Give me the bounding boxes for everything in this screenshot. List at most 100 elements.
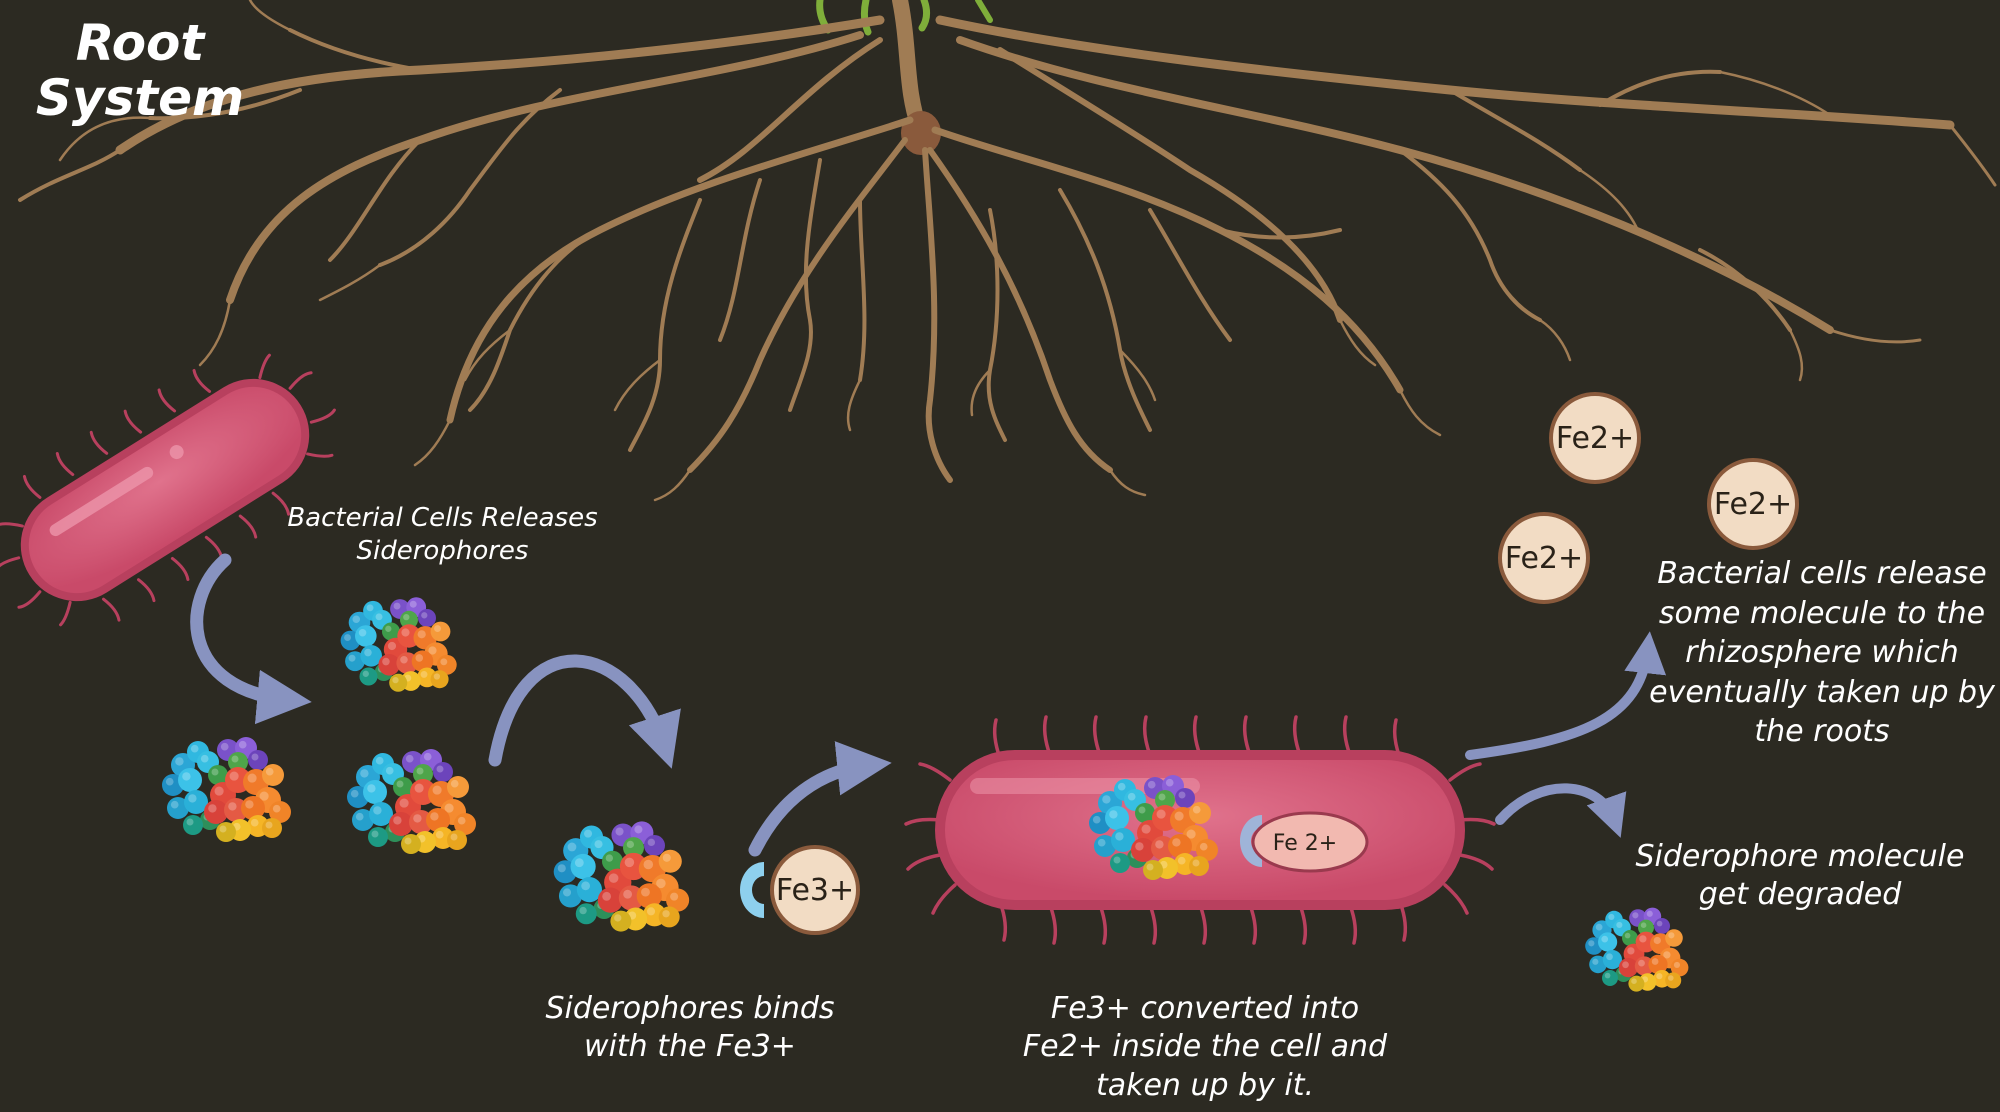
arrow-to-rhizosphere bbox=[1465, 631, 1667, 760]
molecule-atom-highlight bbox=[265, 821, 273, 829]
molecule-atom-highlight bbox=[1155, 840, 1164, 849]
molecule-atom-highlight bbox=[457, 816, 466, 825]
molecule-atom-highlight bbox=[420, 670, 428, 678]
molecule-atom-highlight bbox=[1638, 959, 1645, 967]
molecule-atom bbox=[178, 768, 202, 792]
molecule-atom-highlight bbox=[1109, 810, 1118, 819]
molecule-atom-highlight bbox=[643, 859, 654, 870]
molecule-atom bbox=[1665, 929, 1683, 947]
molecule-atom bbox=[1094, 835, 1116, 857]
molecule-atom bbox=[1638, 919, 1654, 936]
molecule-atom-highlight bbox=[1156, 809, 1166, 819]
molecule-atom-highlight bbox=[1172, 838, 1181, 847]
molecule-atom-highlight bbox=[1668, 975, 1674, 981]
molecule-atom-highlight bbox=[400, 655, 408, 664]
molecule-atom-highlight bbox=[647, 838, 656, 847]
molecule-atom-highlight bbox=[182, 772, 191, 781]
molecule-atom-highlight bbox=[387, 641, 397, 651]
molecule-atom-highlight bbox=[1656, 920, 1663, 927]
label-rhizosphere-line-4: eventually taken up by bbox=[1649, 674, 1995, 710]
molecule-atom bbox=[1670, 958, 1689, 977]
molecule-atom bbox=[262, 818, 282, 838]
molecule-atom bbox=[597, 887, 623, 913]
molecule-atom bbox=[1155, 790, 1175, 810]
molecule-atom-highlight bbox=[608, 873, 619, 883]
molecule-atom bbox=[204, 800, 228, 824]
molecule-atom-highlight bbox=[414, 783, 424, 793]
molecule-atom-highlight bbox=[1616, 921, 1623, 929]
molecule-atom bbox=[1602, 950, 1622, 970]
molecule-atom bbox=[228, 752, 248, 772]
molecule-atom bbox=[248, 750, 268, 770]
molecule-atom-highlight bbox=[1622, 961, 1629, 969]
molecule-atom bbox=[1111, 828, 1135, 852]
molecule-atom bbox=[658, 906, 680, 928]
siderophore-molecule-bound bbox=[553, 821, 690, 932]
molecule-atom-highlight bbox=[670, 892, 679, 901]
molecule-atom-highlight bbox=[1113, 856, 1121, 864]
molecule-atom bbox=[401, 834, 421, 854]
molecule-atom-highlight bbox=[175, 757, 184, 766]
molecule-atom bbox=[378, 654, 400, 676]
molecule-atom bbox=[389, 673, 408, 692]
title-line-2: System bbox=[35, 69, 245, 127]
molecule-atom-highlight bbox=[615, 827, 624, 836]
molecule-atom bbox=[1196, 839, 1218, 861]
molecule-atom-highlight bbox=[567, 842, 577, 852]
molecule-atom bbox=[352, 809, 374, 831]
molecule-atom-highlight bbox=[605, 854, 614, 862]
molecule-atom-highlight bbox=[1639, 935, 1647, 943]
molecule-atom-highlight bbox=[355, 812, 364, 821]
molecule-atom-highlight bbox=[646, 907, 656, 916]
molecule-atom-highlight bbox=[1174, 811, 1184, 821]
molecule-atom-highlight bbox=[430, 812, 439, 821]
molecule-atom-highlight bbox=[444, 803, 454, 813]
molecule-atom bbox=[262, 764, 284, 786]
molecule-atom-highlight bbox=[634, 825, 643, 834]
molecule-atom bbox=[1143, 860, 1163, 880]
molecule-atom-highlight bbox=[1651, 958, 1659, 965]
svg-text:Fe3+: Fe3+ bbox=[776, 873, 854, 908]
molecule-atom-highlight bbox=[1656, 973, 1663, 980]
molecule-atom-highlight bbox=[574, 858, 584, 868]
molecule-atom-highlight bbox=[1624, 932, 1631, 939]
molecule-atom bbox=[184, 790, 208, 814]
molecule-atom-highlight bbox=[405, 754, 414, 763]
molecule-atom bbox=[345, 651, 365, 672]
molecule-atom bbox=[389, 812, 413, 836]
molecule-atom-highlight bbox=[583, 829, 593, 838]
molecule-atom-highlight bbox=[238, 740, 247, 749]
molecule-atom-highlight bbox=[371, 830, 379, 838]
molecule-atom-highlight bbox=[1147, 780, 1156, 789]
molecule-atom-highlight bbox=[229, 771, 239, 781]
molecule-atom bbox=[369, 802, 393, 826]
label-converted-line-3: taken up by it. bbox=[1095, 1067, 1315, 1103]
molecule-atom-highlight bbox=[385, 766, 394, 775]
molecule-atom bbox=[413, 764, 433, 784]
molecule-atom-highlight bbox=[450, 833, 458, 841]
label-degraded-line-1: Siderophore molecule bbox=[1635, 839, 1965, 874]
molecule-atom bbox=[433, 762, 453, 782]
molecule-atom-highlight bbox=[557, 864, 566, 873]
label-degraded: Siderophore molecule get degraded bbox=[1620, 838, 1980, 915]
molecule-atom-highlight bbox=[1663, 951, 1671, 959]
molecule-atom-highlight bbox=[228, 802, 237, 811]
molecule-atom-highlight bbox=[401, 628, 410, 637]
molecule-atom-highlight bbox=[1117, 782, 1126, 791]
arrow-release bbox=[190, 553, 312, 725]
molecule-atom-highlight bbox=[375, 613, 383, 621]
molecule-atom-highlight bbox=[626, 840, 635, 849]
molecule-atom bbox=[436, 654, 457, 675]
molecule-atom-highlight bbox=[1097, 838, 1106, 847]
molecule-atom-highlight bbox=[1138, 806, 1146, 814]
molecule-atom-highlight bbox=[641, 887, 650, 897]
label-rhizosphere-line-5: the roots bbox=[1754, 714, 1890, 750]
molecule-atom-highlight bbox=[1668, 932, 1675, 939]
molecule-atom-highlight bbox=[423, 752, 432, 761]
label-release-line-1: Bacterial Cells Releases bbox=[287, 503, 598, 533]
molecule-atom-highlight bbox=[170, 800, 179, 809]
molecule-atom bbox=[208, 765, 228, 785]
molecule-atom bbox=[1589, 955, 1607, 974]
molecule-atom-highlight bbox=[433, 673, 441, 680]
